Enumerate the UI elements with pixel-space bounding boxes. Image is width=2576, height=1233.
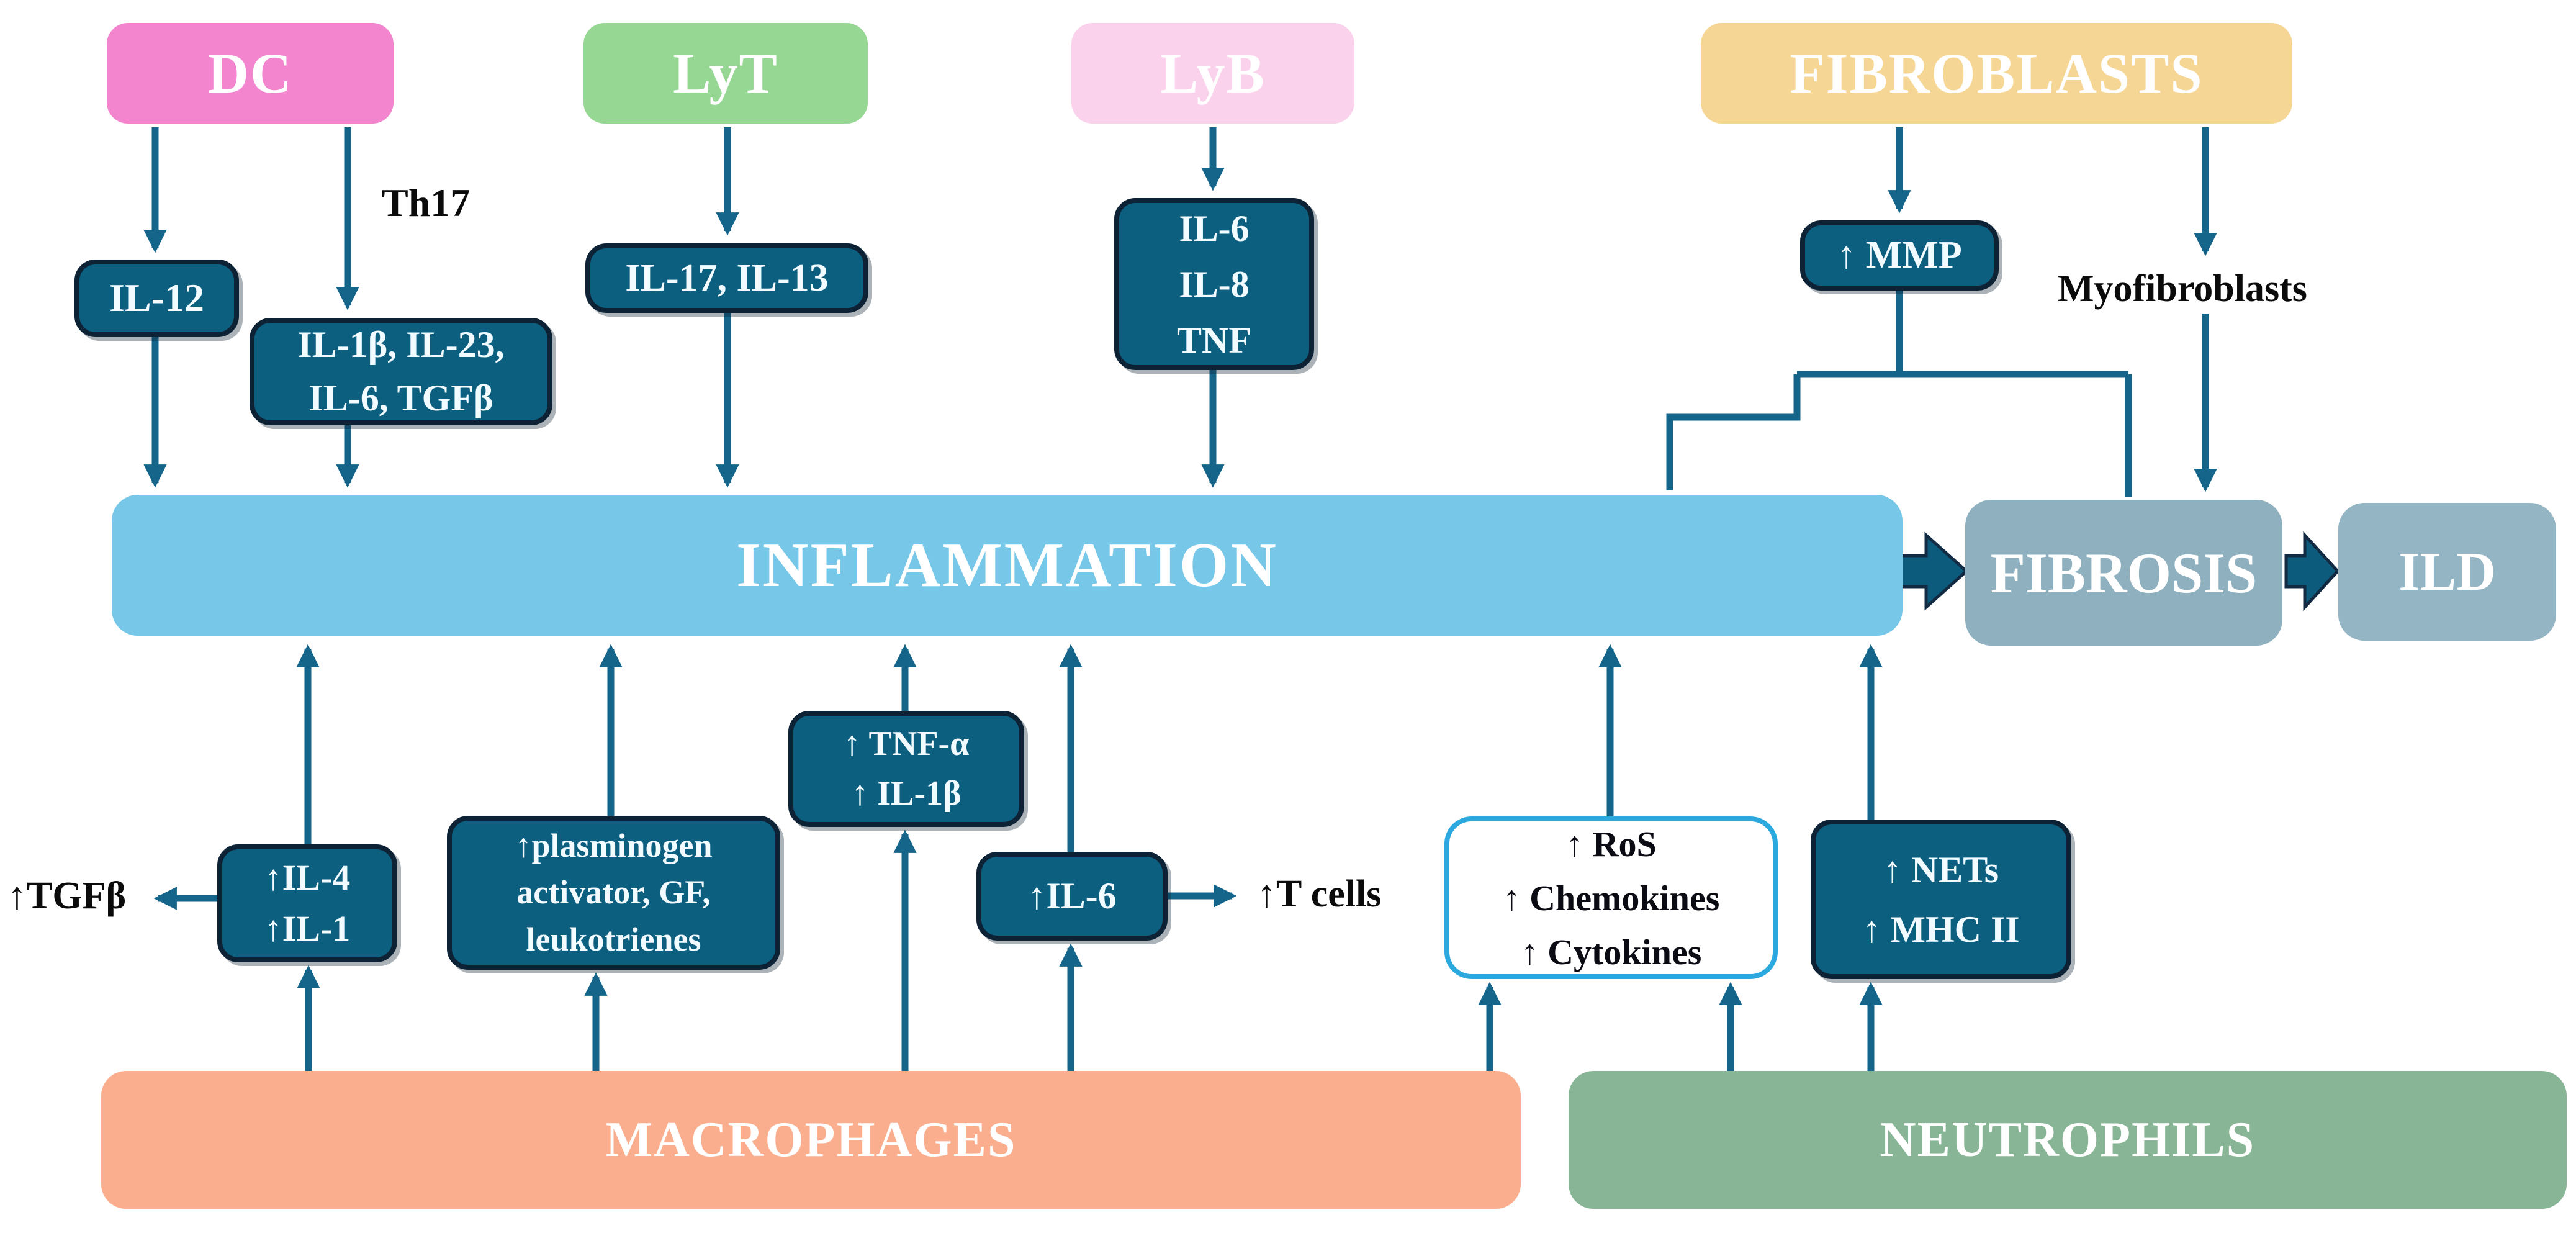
mediator-il4-il1: ↑IL-4 ↑IL-1 — [217, 844, 397, 962]
mediator-line: leukotrienes — [526, 920, 701, 958]
cell-neutrophils: NEUTROPHILS — [1569, 1071, 2567, 1209]
cell-fibroblasts-label: FIBROBLASTS — [1790, 42, 2204, 105]
cell-fibroblasts: FIBROBLASTS — [1701, 23, 2292, 124]
mediator-plasminogen: ↑plasminogen activator, GF, leukotrienes — [447, 816, 780, 970]
mediator-il6-line: ↑IL-6 — [1027, 875, 1117, 916]
mediator-il12: IL-12 — [74, 260, 239, 337]
mediator-line: ↑ RoS — [1565, 823, 1657, 864]
cell-lyt: LyT — [583, 23, 868, 124]
label-tgfb: ↑TGFβ — [7, 875, 127, 917]
mediator-line: ↑ MHC II — [1862, 908, 2020, 950]
mediator-nets-mhc: ↑ NETs ↑ MHC II — [1811, 820, 2071, 979]
mediator-line: IL-6, TGFβ — [308, 377, 493, 418]
label-myofibroblasts: Myofibroblasts — [2058, 268, 2307, 310]
cell-lyb-label: LyB — [1160, 42, 1266, 105]
mediator-line: IL-6 — [1179, 207, 1250, 249]
outcome-inflammation-label: INFLAMMATION — [736, 530, 1278, 600]
mediator-line: TNF — [1177, 319, 1251, 361]
mediator-dc-th17-cytokines: IL-1β, IL-23, IL-6, TGFβ — [250, 318, 552, 425]
mediator-line: activator, GF, — [516, 874, 711, 911]
cell-macrophages-label: MACROPHAGES — [605, 1112, 1017, 1167]
outcome-ild-label: ILD — [2398, 541, 2496, 602]
outcome-ild: ILD — [2338, 503, 2556, 641]
mediator-line: ↑ Cytokines — [1520, 931, 1702, 972]
mediator-line: ↑IL-4 — [264, 857, 351, 898]
cell-dc: DC — [107, 23, 394, 124]
mediator-il12-line: IL-12 — [109, 276, 204, 320]
cell-macrophages: MACROPHAGES — [101, 1071, 1521, 1209]
mediator-line: IL-8 — [1179, 263, 1250, 305]
mediator-line: ↑ NETs — [1883, 849, 1999, 890]
outcome-inflammation: INFLAMMATION — [112, 495, 1903, 636]
mediator-line: IL-17, IL-13 — [625, 256, 829, 299]
mediator-ros-chemokines-cytokines: ↑ RoS ↑ Chemokines ↑ Cytokines — [1444, 816, 1778, 979]
mediator-lyb-cytokines: IL-6 IL-8 TNF — [1114, 198, 1314, 370]
mediator-line: ↑ IL-1β — [851, 774, 961, 813]
mediator-il17-il13: IL-17, IL-13 — [585, 243, 868, 313]
mediator-tnf-il1b: ↑ TNF-α ↑ IL-1β — [788, 711, 1024, 827]
mediator-line: ↑ TNF-α — [843, 724, 970, 763]
label-tcells: ↑T cells — [1257, 873, 1382, 915]
outcome-fibrosis: FIBROSIS — [1965, 500, 2282, 646]
mediator-mmp: ↑ MMP — [1800, 220, 1999, 291]
cell-lyt-label: LyT — [673, 42, 778, 105]
mediator-line: ↑plasminogen — [515, 826, 713, 864]
mediator-line: IL-1β, IL-23, — [297, 324, 505, 366]
cell-lyb: LyB — [1071, 23, 1354, 124]
mediator-line: ↑ Chemokines — [1502, 877, 1720, 918]
cell-neutrophils-label: NEUTROPHILS — [1880, 1112, 2256, 1167]
mediator-il6: ↑IL-6 — [976, 852, 1168, 941]
block-arrow-fibrosis-to-ild — [2284, 531, 2340, 612]
label-th17: Th17 — [382, 181, 471, 225]
cell-dc-label: DC — [207, 42, 293, 105]
outcome-fibrosis-label: FIBROSIS — [1990, 541, 2258, 605]
elbow-mmp-to-inflammation-and-fibrosis — [1666, 291, 2132, 497]
mediator-mmp-line: ↑ MMP — [1837, 234, 1962, 277]
block-arrow-inflammation-to-fibrosis — [1896, 531, 1969, 611]
mediator-line: ↑IL-1 — [264, 908, 351, 949]
